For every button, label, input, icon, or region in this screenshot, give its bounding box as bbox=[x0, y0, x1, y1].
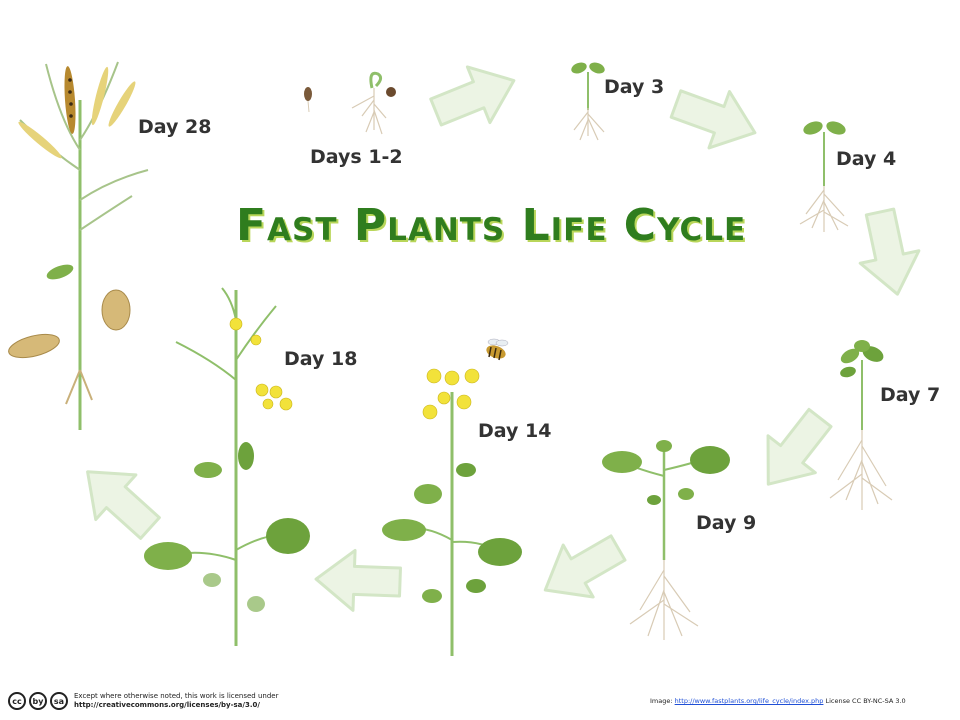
label-day-14: Day 14 bbox=[478, 420, 552, 442]
diagram-title: Fast Plants Life Cycle bbox=[236, 200, 747, 251]
label-day-4: Day 4 bbox=[836, 148, 897, 170]
license-line-1: Except where otherwise noted, this work … bbox=[74, 692, 279, 700]
image-credit-prefix: Image: bbox=[650, 697, 675, 705]
image-credit-license: License CC BY-NC-SA 3.0 bbox=[823, 697, 906, 705]
image-source-link[interactable]: http://www.fastplants.org/life_cycle/ind… bbox=[674, 697, 824, 705]
label-day-7: Day 7 bbox=[880, 384, 941, 406]
seed bbox=[304, 87, 312, 101]
image-credit: Image: http://www.fastplants.org/life_cy… bbox=[650, 697, 906, 705]
arrow-3-to-4 bbox=[664, 74, 767, 163]
arrow-18-to-28 bbox=[66, 447, 172, 552]
license-text: Except where otherwise noted, this work … bbox=[74, 692, 278, 710]
arrow-7-to-9 bbox=[743, 398, 846, 505]
label-day-9: Day 9 bbox=[696, 512, 757, 534]
by-icon: by bbox=[29, 692, 47, 710]
arrow-1-to-3 bbox=[423, 51, 527, 142]
plant-day-28 bbox=[8, 61, 149, 430]
sa-icon: sa bbox=[50, 692, 68, 710]
label-day-28: Day 28 bbox=[138, 116, 212, 138]
plant-day-3 bbox=[571, 62, 605, 141]
plant-day-4 bbox=[799, 121, 849, 232]
license-notice: cc by sa Except where otherwise noted, t… bbox=[8, 692, 278, 710]
plant-days-1-2 bbox=[304, 71, 396, 135]
plant-day-18 bbox=[144, 287, 310, 646]
cc-license-icons: cc by sa bbox=[8, 692, 68, 710]
label-day-18: Day 18 bbox=[284, 348, 358, 370]
arrow-9-to-14 bbox=[528, 520, 635, 618]
arrow-14-to-18 bbox=[313, 547, 403, 614]
plant-day-7 bbox=[829, 340, 893, 510]
label-day-3: Day 3 bbox=[604, 76, 665, 98]
bee-illustration bbox=[486, 338, 509, 361]
license-url[interactable]: http://creativecommons.org/licenses/by-s… bbox=[74, 701, 260, 709]
plant-day-14 bbox=[382, 368, 522, 656]
arrow-4-to-7 bbox=[849, 204, 929, 302]
cc-icon: cc bbox=[8, 692, 26, 710]
label-days-1-2: Days 1-2 bbox=[310, 146, 403, 168]
plant-day-9 bbox=[602, 440, 730, 640]
